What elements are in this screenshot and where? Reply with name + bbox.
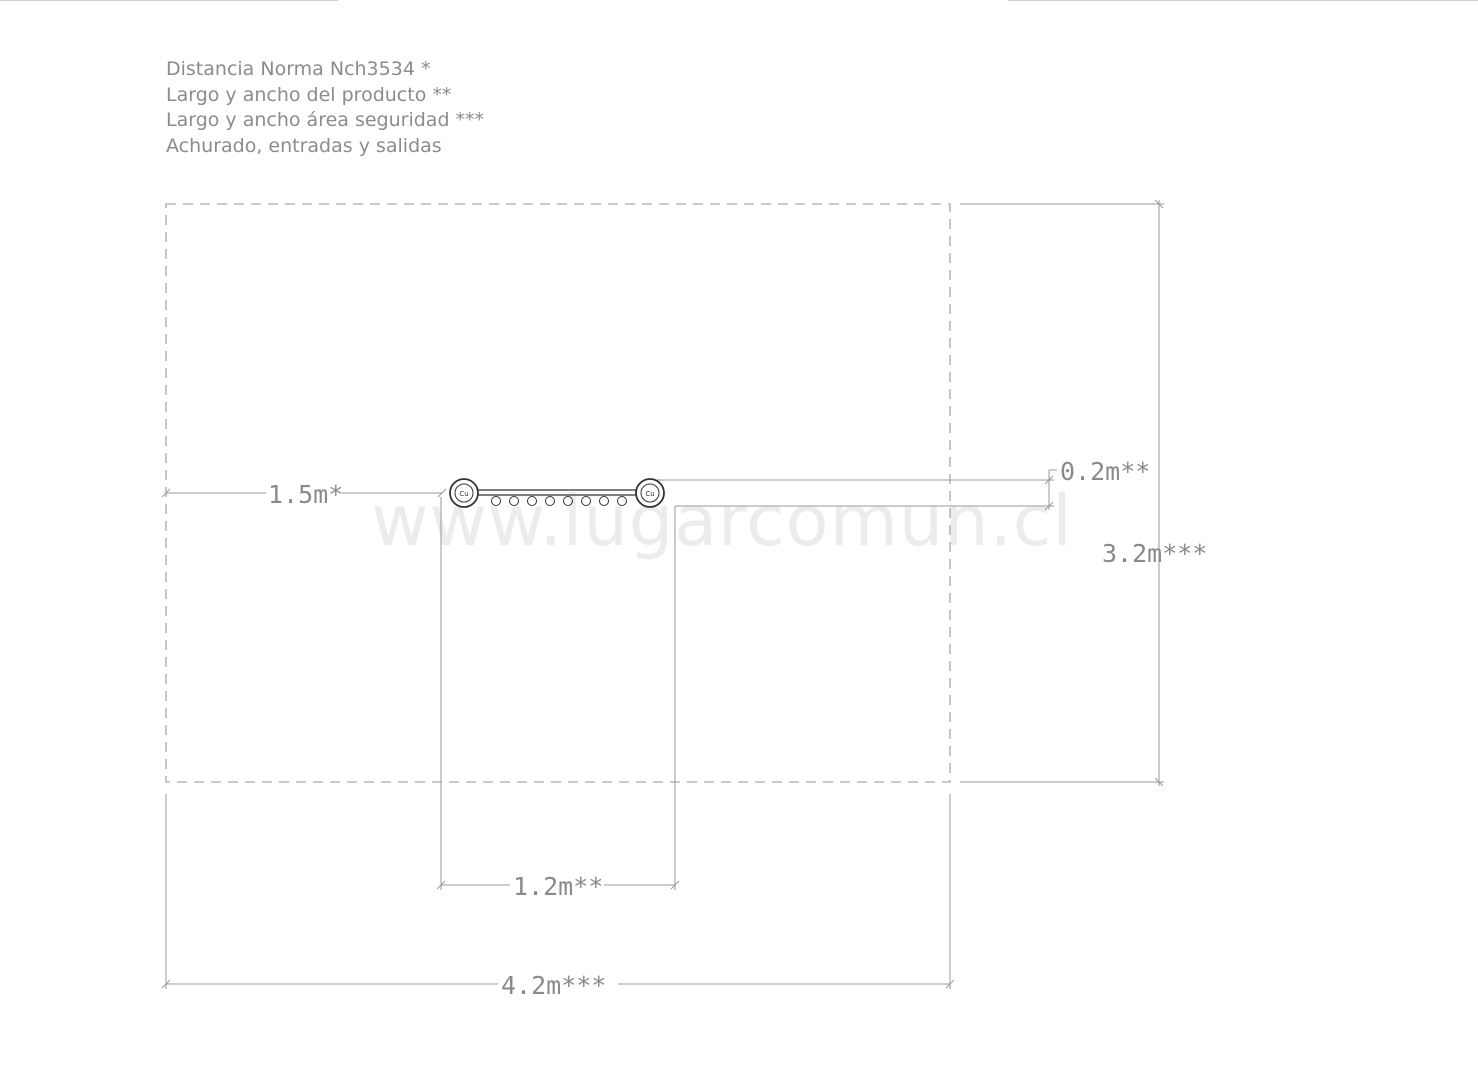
tick-depth-bottom [1044, 501, 1054, 511]
tick-norm-left [161, 488, 171, 498]
ring-3 [527, 496, 537, 506]
legend-safety-area: Largo y ancho área seguridad *** [166, 109, 485, 131]
ring-6 [581, 496, 591, 506]
dim-label-width: 4.2m*** [501, 971, 606, 1000]
tick-length-right [670, 880, 680, 890]
post-left-inner [454, 483, 474, 503]
dim-label-norm: 1.5m* [268, 480, 343, 509]
legend-hatching: Achurado, entradas y salidas [166, 134, 442, 157]
post-left-logo: Cu [459, 490, 468, 498]
tick-depth-top [1044, 475, 1054, 485]
legend-product-size: Largo y ancho del producto ** [166, 83, 452, 106]
ring-8 [617, 496, 627, 506]
post-right-inner [640, 483, 660, 503]
ring-5 [563, 496, 573, 506]
post-left-outer [449, 478, 479, 508]
tick-norm-right [437, 488, 447, 498]
dim-label-height: 3.2m*** [1102, 539, 1207, 568]
legend: Distancia Norma Nch3534 * Largo y ancho … [166, 57, 484, 159]
tick-width-left [161, 979, 171, 989]
tick-width-right [945, 979, 955, 989]
legend-norm-distance: Distancia Norma Nch3534 * [166, 58, 431, 80]
dim-label-depth: 0.2m** [1060, 457, 1150, 486]
post-right-outer [635, 478, 665, 508]
tick-length-left [436, 880, 446, 890]
watermark: www.lugarcomun.cl [371, 480, 1072, 562]
ring-2 [509, 496, 519, 506]
ring-1 [491, 496, 501, 506]
product-plan-view [449, 478, 665, 508]
tick-height-bottom [1154, 777, 1164, 787]
ring-4 [545, 496, 555, 506]
post-right-logo: Cu [645, 490, 654, 498]
ring-7 [599, 496, 609, 506]
tick-height-top [1154, 199, 1164, 209]
dimension-lines [161, 199, 1164, 989]
dim-label-length: 1.2m** [513, 872, 603, 901]
